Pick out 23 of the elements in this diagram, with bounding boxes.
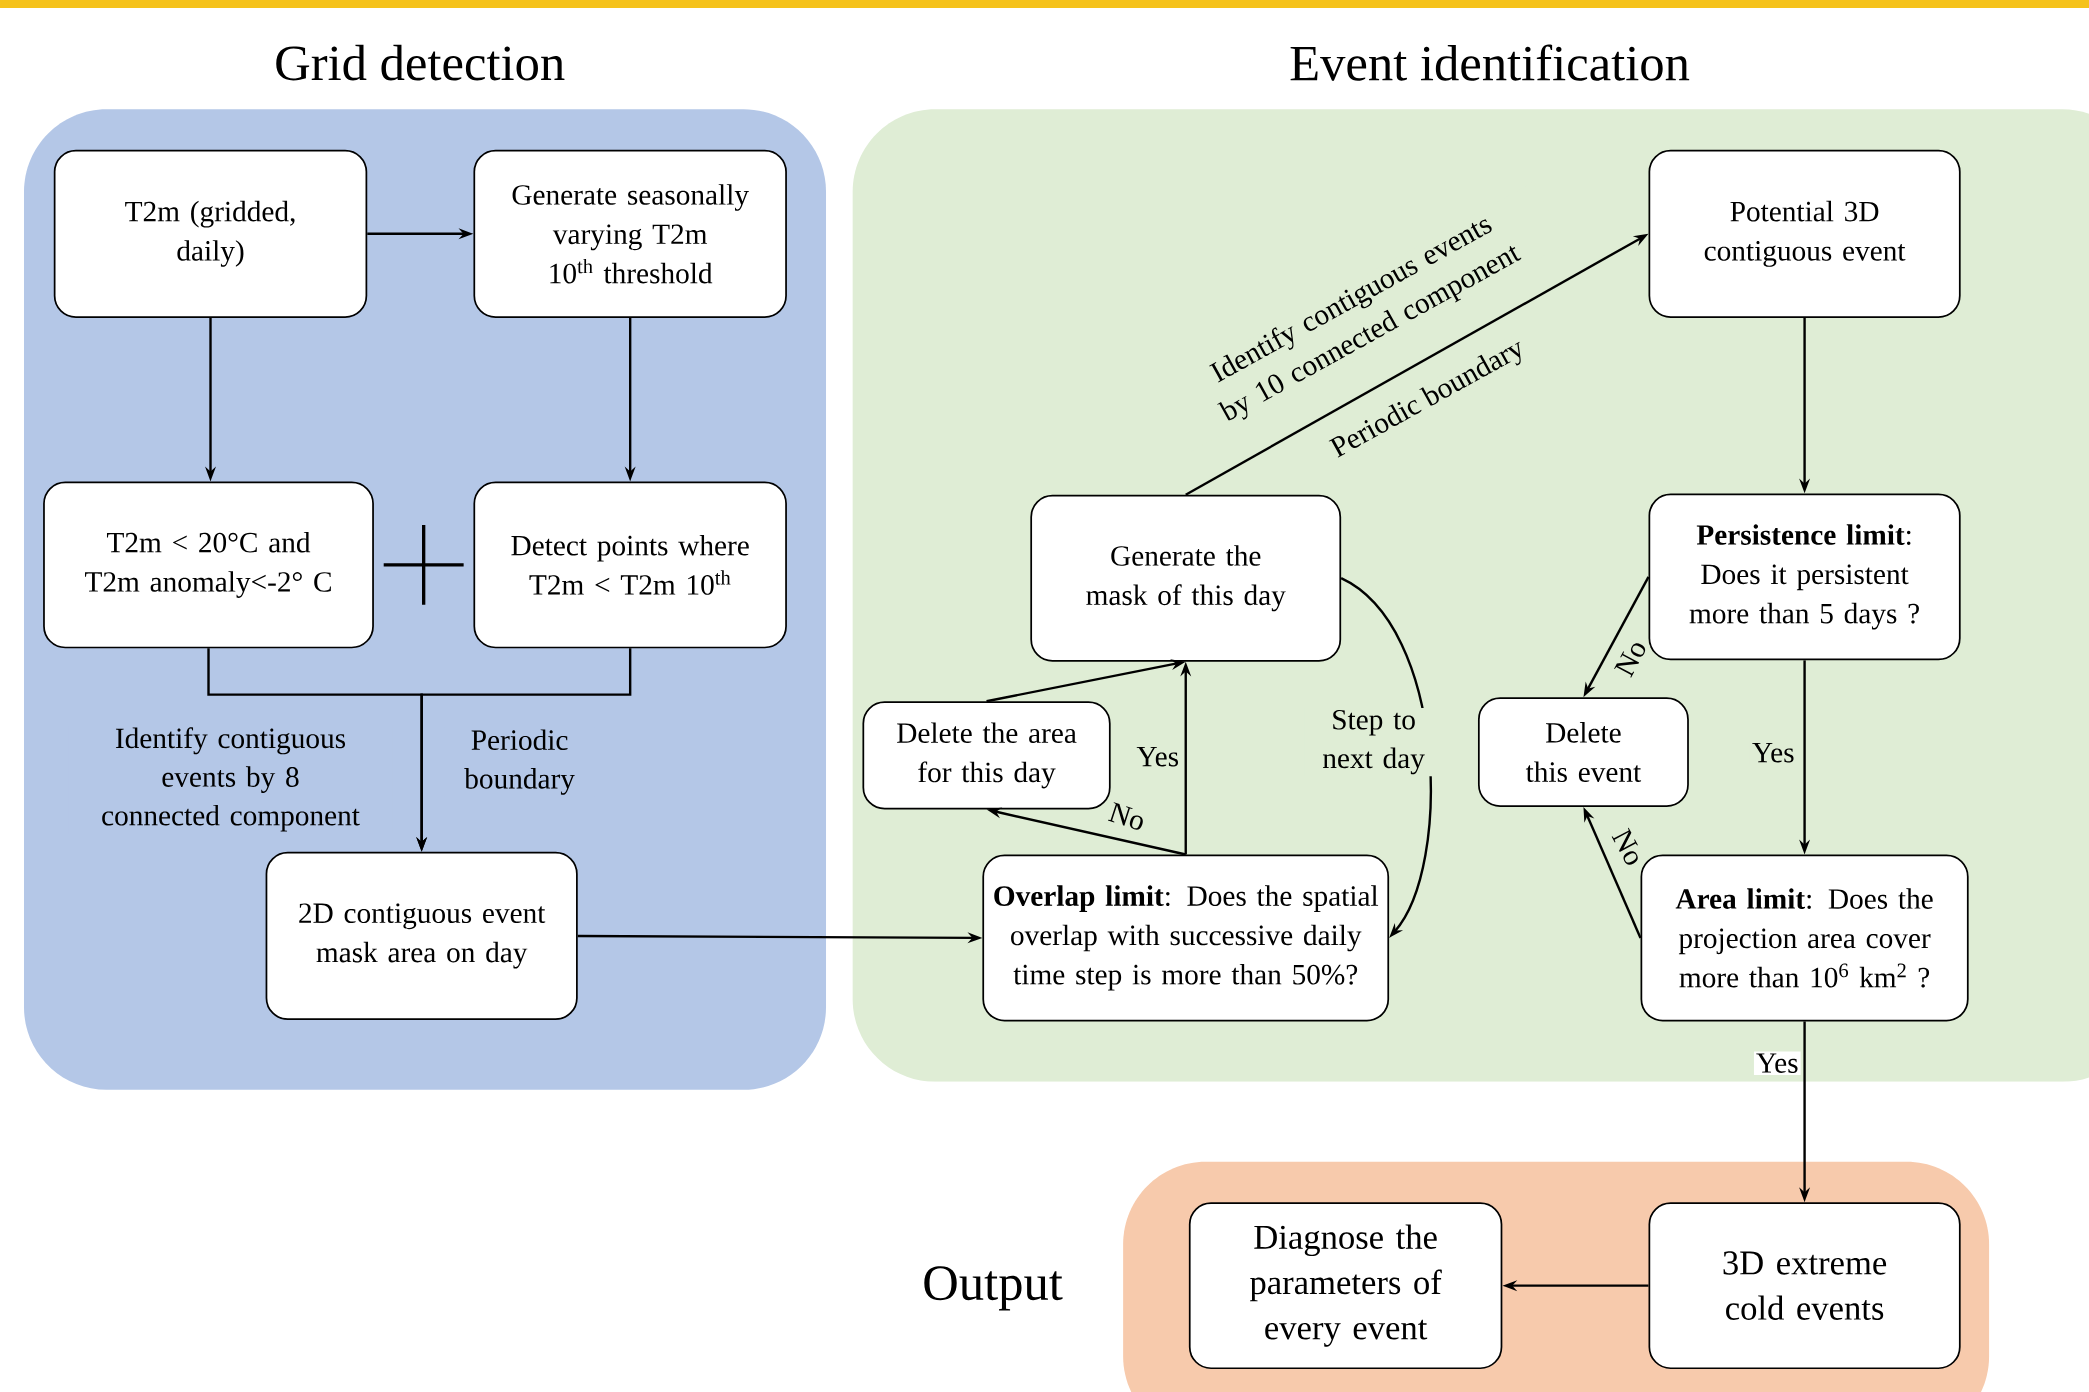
process-box: Area limit: Does the projection area cover more than 10$^{6}$ km$^{2}$ ? [1640,854,1969,1022]
process-box: Delete the area for this day [862,701,1111,810]
process-box: 2D contiguous event mask area on day [265,851,578,1020]
process-box: Detect points where T2m < T2m 10$^{th}$ [473,481,787,649]
process-box: 3D extreme cold events [1648,1202,1961,1369]
process-box: Overlap limit: Does the spatial overlap with successive daily time step is more than 50%? [982,854,1390,1022]
edge-label: Yes [1134,744,1182,769]
process-box: T2m < 20°C and T2m anomaly<-2° C [43,481,374,649]
edge-label: Periodic boundary [444,727,595,797]
process-box: Delete this event [1477,697,1689,807]
edge-label: Step to next day [1304,707,1443,777]
process-box: Potential 3D contiguous event [1648,149,1961,318]
process-box: Diagnose the parameters of every event [1188,1202,1503,1369]
process-box: Generate the mask of this day [1030,494,1342,662]
panel-title: Grid detection [276,44,565,81]
edge-label: Yes [1753,1051,1801,1075]
panel-title: Event identification [1290,44,1690,81]
process-box: T2m (gridded, daily) [53,149,368,318]
edge-label: Identify contiguous events by 8 connected component [68,725,393,834]
process-box: Generate seasonally varying T2m 10$^{th}$ threshold [473,149,787,318]
process-box: Persistence limit: Does it persistent more than 5 days ? [1648,493,1961,661]
edge-label: No [1611,634,1651,682]
panel-title: Output [924,1266,1063,1311]
